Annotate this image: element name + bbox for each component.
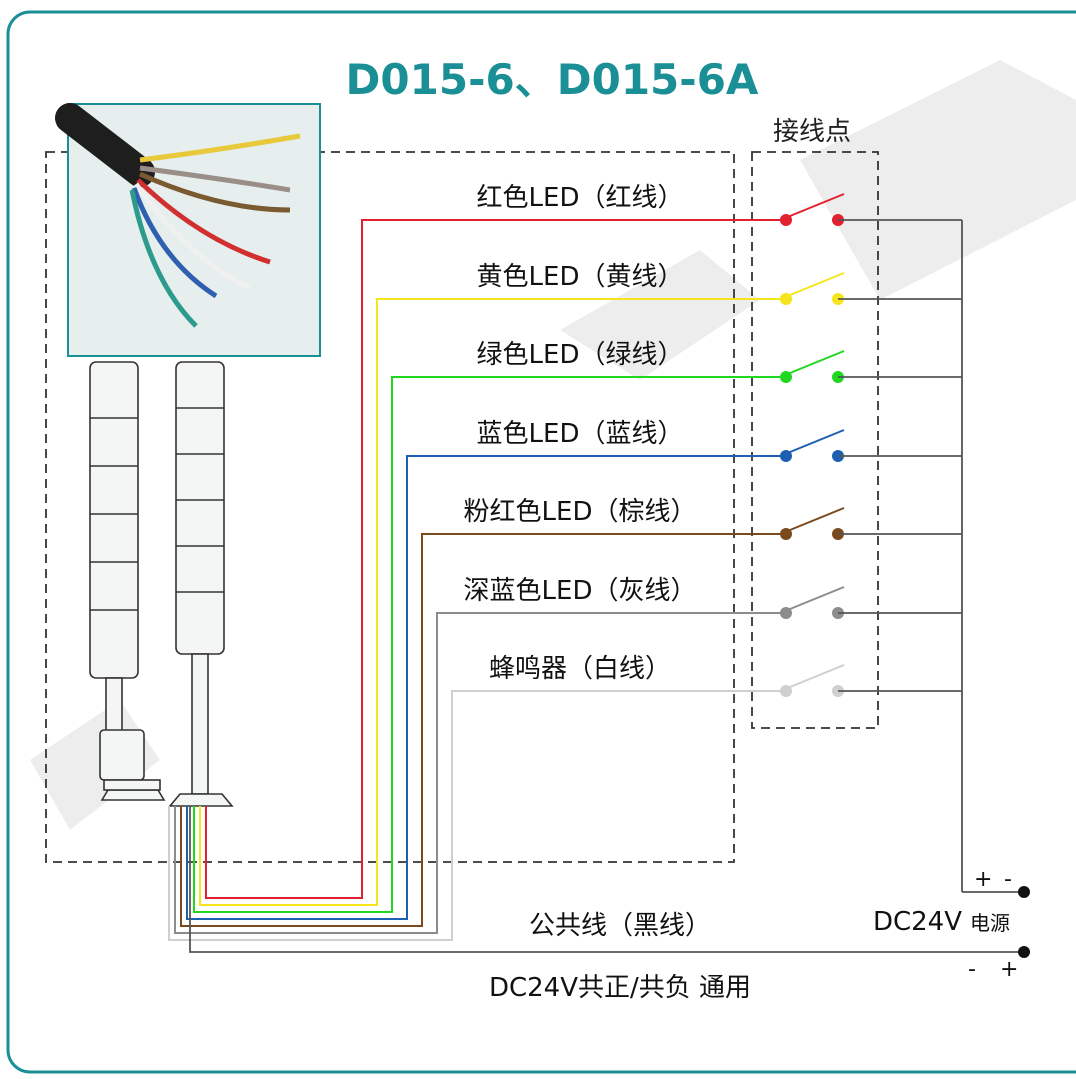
tower-light-bracket: [89, 361, 166, 801]
power-label-supply: 电源: [970, 911, 1010, 935]
cable-photo: [55, 103, 321, 357]
colored-wires: [168, 219, 786, 941]
wire-2-switch-blade: [789, 272, 845, 296]
product-area-dashed-box: [45, 151, 735, 863]
wire-2-label: 黄色LED（黄线）: [477, 262, 684, 292]
wire-3-terminal-in: [780, 371, 792, 383]
wire-6-line: [174, 612, 786, 934]
wire-7-label: 蜂鸣器（白线）: [489, 654, 671, 684]
wire-2-terminal-in: [780, 293, 792, 305]
power-sign-bottom-right: +: [1000, 957, 1018, 982]
power-sign-top-right: -: [1004, 867, 1012, 892]
common-wire: [189, 806, 1024, 953]
wire-7-line: [168, 690, 786, 941]
wire-3-line: [193, 376, 786, 913]
power-sign-top-left: +: [974, 867, 992, 892]
wire-1-line: [205, 219, 786, 899]
diagram-title: D015-6、D015-6A: [346, 55, 759, 104]
wire-5-line: [180, 533, 786, 927]
wire-2-line: [199, 298, 786, 906]
power-label-dc24v: DC24V: [873, 907, 962, 937]
wire-7-switch-blade: [789, 664, 845, 688]
wire-4-label: 蓝色LED（蓝线）: [477, 419, 684, 449]
wire-1-switch-blade: [789, 193, 845, 217]
footer-note: DC24V共正/共负 通用: [489, 973, 751, 1003]
terminal-switches: [780, 193, 962, 697]
wire-6-label: 深蓝色LED（灰线）: [464, 576, 697, 606]
wire-3-switch-blade: [789, 350, 845, 374]
wire-5-terminal-in: [780, 528, 792, 540]
power-sign-bottom-left: -: [968, 957, 976, 982]
wire-4-line: [186, 455, 786, 920]
wire-3-label: 绿色LED（绿线）: [477, 340, 684, 370]
outer-frame: [6, 10, 1076, 1074]
power-terminal-top: [1018, 886, 1030, 898]
wire-6-terminal-in: [780, 607, 792, 619]
wire-4-switch-blade: [789, 429, 845, 453]
common-wire-label: 公共线（黑线）: [529, 911, 711, 941]
wire-7-terminal-in: [780, 685, 792, 697]
wire-1-terminal-in: [780, 214, 792, 226]
power-terminal-bottom: [1018, 946, 1030, 958]
terminal-label: 接线点: [773, 117, 851, 147]
wire-6-switch-blade: [789, 586, 845, 610]
terminal-dashed-box: [751, 151, 879, 729]
wire-5-switch-blade: [789, 507, 845, 531]
wire-labels: 红色LED（红线） 黄色LED（黄线） 绿色LED（绿线） 蓝色LED（蓝线） 粉红色L…: [464, 183, 697, 684]
wire-1-label: 红色LED（红线）: [477, 183, 684, 213]
wire-5-label: 粉红色LED（棕线）: [464, 497, 697, 527]
wire-4-terminal-in: [780, 450, 792, 462]
tower-light-pole: [168, 361, 234, 807]
